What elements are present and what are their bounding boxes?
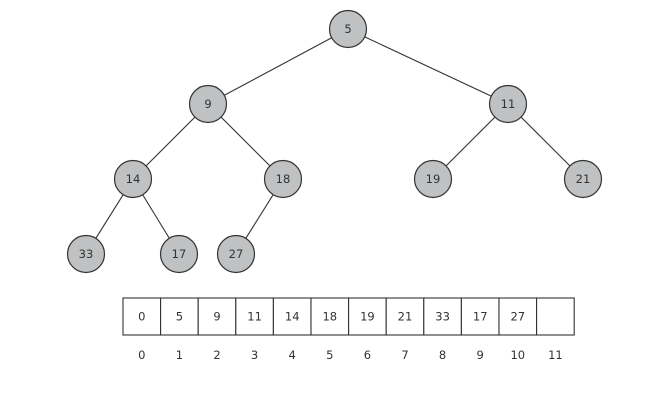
array-cell-box — [272, 297, 312, 336]
tree-edge — [145, 116, 196, 167]
array-cell-value: 17 — [473, 310, 488, 324]
tree-edge — [142, 194, 170, 239]
array-cell — [536, 297, 575, 336]
array-cell: 17 — [460, 297, 500, 336]
tree-node: 9 — [188, 84, 228, 124]
array-cell-value: 21 — [398, 310, 413, 324]
array-cell: 14 — [272, 297, 312, 336]
tree-node: 5 — [328, 9, 368, 49]
array-index-label: 10 — [510, 348, 525, 362]
array-cell: 11 — [235, 297, 274, 336]
tree-node-circle — [328, 9, 368, 49]
array-cell-value: 11 — [247, 310, 262, 324]
array-cell-value: 5 — [176, 310, 183, 324]
array-cell-value: 9 — [213, 310, 220, 324]
array-index-label: 3 — [251, 348, 258, 362]
array-index-label: 9 — [477, 348, 484, 362]
array-cell-value: 33 — [435, 310, 450, 324]
array-index-label: 2 — [213, 348, 220, 362]
array-indices: 0 1 2 3 4 5 6 7 8 9 10 11 — [138, 348, 563, 362]
tree-node: 27 — [216, 234, 256, 274]
array-index-label: 11 — [548, 348, 563, 362]
tree-node-label: 33 — [79, 247, 94, 261]
tree-node: 33 — [66, 234, 106, 274]
array-cell-box — [310, 297, 350, 336]
array-cell: 9 — [197, 297, 237, 336]
tree-edge — [364, 36, 492, 97]
tree-node-circle — [413, 159, 453, 199]
tree-node: 21 — [563, 159, 603, 199]
array-cell-value: 14 — [285, 310, 300, 324]
array-index-label: 5 — [326, 348, 333, 362]
array-cell: 33 — [423, 297, 462, 336]
heap-array: 0 5 9 11 14 18 19 21 33 17 27 — [122, 297, 575, 336]
tree-node-label: 18 — [276, 172, 291, 186]
array-cell-box — [385, 297, 425, 336]
tree-node-circle — [66, 234, 106, 274]
tree-edge — [245, 194, 274, 239]
tree-node-label: 5 — [344, 22, 351, 36]
array-index-label: 8 — [439, 348, 446, 362]
array-cell: 18 — [310, 297, 350, 336]
array-cell: 0 — [122, 297, 162, 336]
array-cell-box — [536, 297, 575, 336]
tree-node: 19 — [413, 159, 453, 199]
array-cell: 5 — [160, 297, 199, 336]
tree-node-label: 11 — [501, 97, 516, 111]
tree-edges — [95, 36, 571, 239]
tree-edge — [224, 37, 332, 96]
tree-edge — [95, 194, 124, 239]
tree-node-circle — [563, 159, 603, 199]
tree-edge — [220, 116, 271, 167]
tree-node-label: 19 — [426, 172, 441, 186]
array-cell-box — [235, 297, 274, 336]
array-index-label: 0 — [138, 348, 145, 362]
array-cell: 19 — [348, 297, 387, 336]
array-cell: 21 — [385, 297, 425, 336]
array-cell: 27 — [498, 297, 538, 336]
tree-edge — [445, 116, 496, 167]
tree-node-label: 14 — [126, 172, 141, 186]
array-cell-value: 0 — [138, 310, 145, 324]
tree-node-circle — [216, 234, 256, 274]
array-index-label: 7 — [401, 348, 408, 362]
array-cell-box — [348, 297, 387, 336]
tree-node: 18 — [263, 159, 303, 199]
tree-node: 14 — [113, 159, 153, 199]
tree-node-label: 9 — [204, 97, 211, 111]
tree-node-label: 21 — [576, 172, 591, 186]
tree-node-circle — [113, 159, 153, 199]
tree-node-circle — [263, 159, 303, 199]
tree-node: 17 — [159, 234, 199, 274]
tree-node: 11 — [488, 84, 528, 124]
tree-nodes: 5 9 11 14 18 19 21 33 17 27 — [66, 9, 603, 274]
tree-node-label: 27 — [229, 247, 244, 261]
array-cell-value: 27 — [510, 310, 525, 324]
tree-node-circle — [488, 84, 528, 124]
array-cell-value: 19 — [360, 310, 375, 324]
array-index-label: 1 — [176, 348, 183, 362]
array-cell-value: 18 — [322, 310, 337, 324]
tree-node-label: 17 — [172, 247, 187, 261]
tree-edge — [520, 116, 571, 167]
tree-node-circle — [188, 84, 228, 124]
tree-node-circle — [159, 234, 199, 274]
array-index-label: 4 — [289, 348, 296, 362]
array-index-label: 6 — [364, 348, 371, 362]
